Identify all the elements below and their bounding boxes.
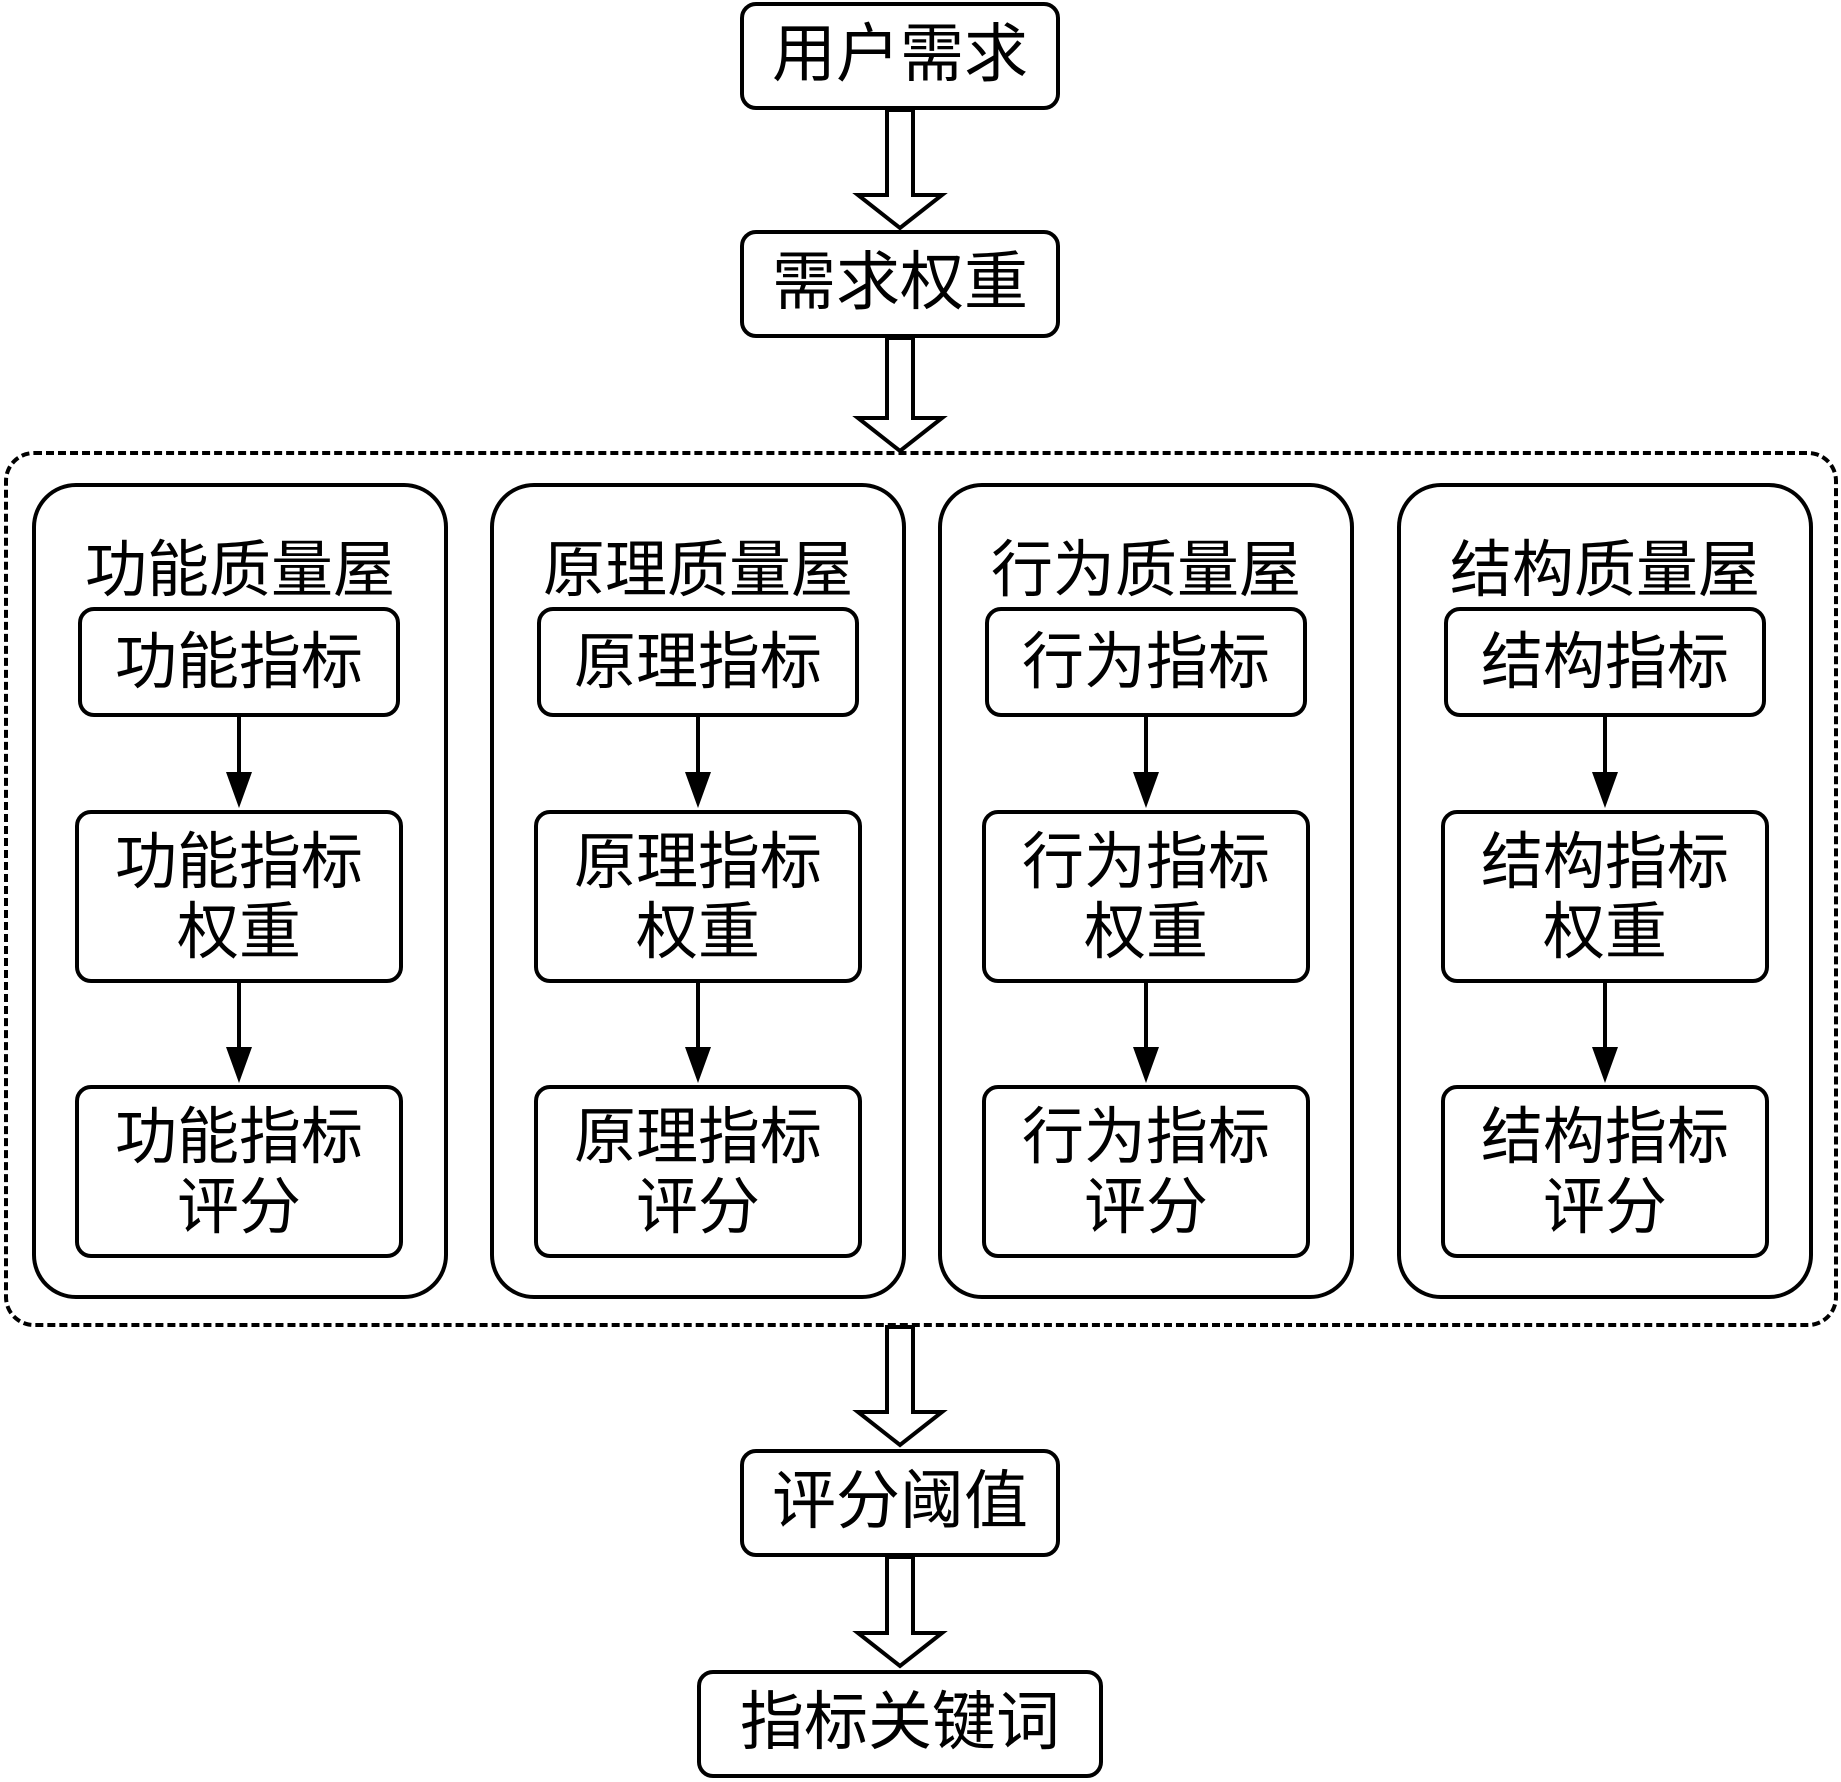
- function-index-label: 功能指标: [114, 625, 363, 699]
- score-threshold-label: 评分阈值: [772, 1465, 1028, 1540]
- principle-index-label: 原理指标: [573, 625, 822, 699]
- house-structure-title: 结构质量屋: [1449, 533, 1760, 606]
- house-behavior-title: 行为质量屋: [990, 533, 1301, 606]
- score-threshold-node: 评分阈值: [740, 1449, 1060, 1557]
- structure-index-weight-node: 结构指标 权重: [1441, 810, 1769, 983]
- function-index-score-label: 功能指标 评分: [114, 1100, 363, 1243]
- house-function-title: 功能质量屋: [84, 533, 395, 606]
- house-function-arrows: [226, 717, 252, 1083]
- hollow-arrow-threshold-to-keywords: [852, 1555, 948, 1669]
- hollow-arrow-houses-to-threshold: [852, 1325, 948, 1448]
- behavior-index-score-label: 行为指标 评分: [1021, 1100, 1270, 1243]
- house-principle-arrows: [685, 717, 711, 1083]
- user-needs-node: 用户需求: [740, 2, 1060, 110]
- function-index-score-node: 功能指标 评分: [75, 1085, 403, 1258]
- index-keywords-node: 指标关键词: [697, 1670, 1103, 1778]
- behavior-index-weight-node: 行为指标 权重: [982, 810, 1310, 983]
- hollow-arrow-weights-to-houses: [852, 336, 948, 454]
- house-structure-arrows: [1592, 717, 1618, 1083]
- house-behavior-arrows: [1133, 717, 1159, 1083]
- behavior-index-score-node: 行为指标 评分: [982, 1085, 1310, 1258]
- hollow-arrow-user-to-weights: [852, 108, 948, 231]
- principle-index-weight-label: 原理指标 权重: [573, 825, 822, 968]
- structure-index-label: 结构指标: [1480, 625, 1729, 699]
- user-needs-label: 用户需求: [772, 18, 1028, 93]
- principle-index-score-node: 原理指标 评分: [534, 1085, 862, 1258]
- principle-index-weight-node: 原理指标 权重: [534, 810, 862, 983]
- quality-houses-group: [4, 451, 1838, 1327]
- principle-index-node: 原理指标: [537, 607, 859, 717]
- house-principle-title: 原理质量屋: [542, 533, 853, 606]
- function-index-node: 功能指标: [78, 607, 400, 717]
- index-keywords-label: 指标关键词: [740, 1686, 1060, 1761]
- function-index-weight-label: 功能指标 权重: [114, 825, 363, 968]
- behavior-index-weight-label: 行为指标 权重: [1021, 825, 1270, 968]
- function-index-weight-node: 功能指标 权重: [75, 810, 403, 983]
- behavior-index-label: 行为指标: [1021, 625, 1270, 699]
- principle-index-score-label: 原理指标 评分: [573, 1100, 822, 1243]
- behavior-index-node: 行为指标: [985, 607, 1307, 717]
- structure-index-weight-label: 结构指标 权重: [1480, 825, 1729, 968]
- structure-index-score-label: 结构指标 评分: [1480, 1100, 1729, 1243]
- structure-index-node: 结构指标: [1444, 607, 1766, 717]
- need-weights-label: 需求权重: [772, 246, 1028, 321]
- structure-index-score-node: 结构指标 评分: [1441, 1085, 1769, 1258]
